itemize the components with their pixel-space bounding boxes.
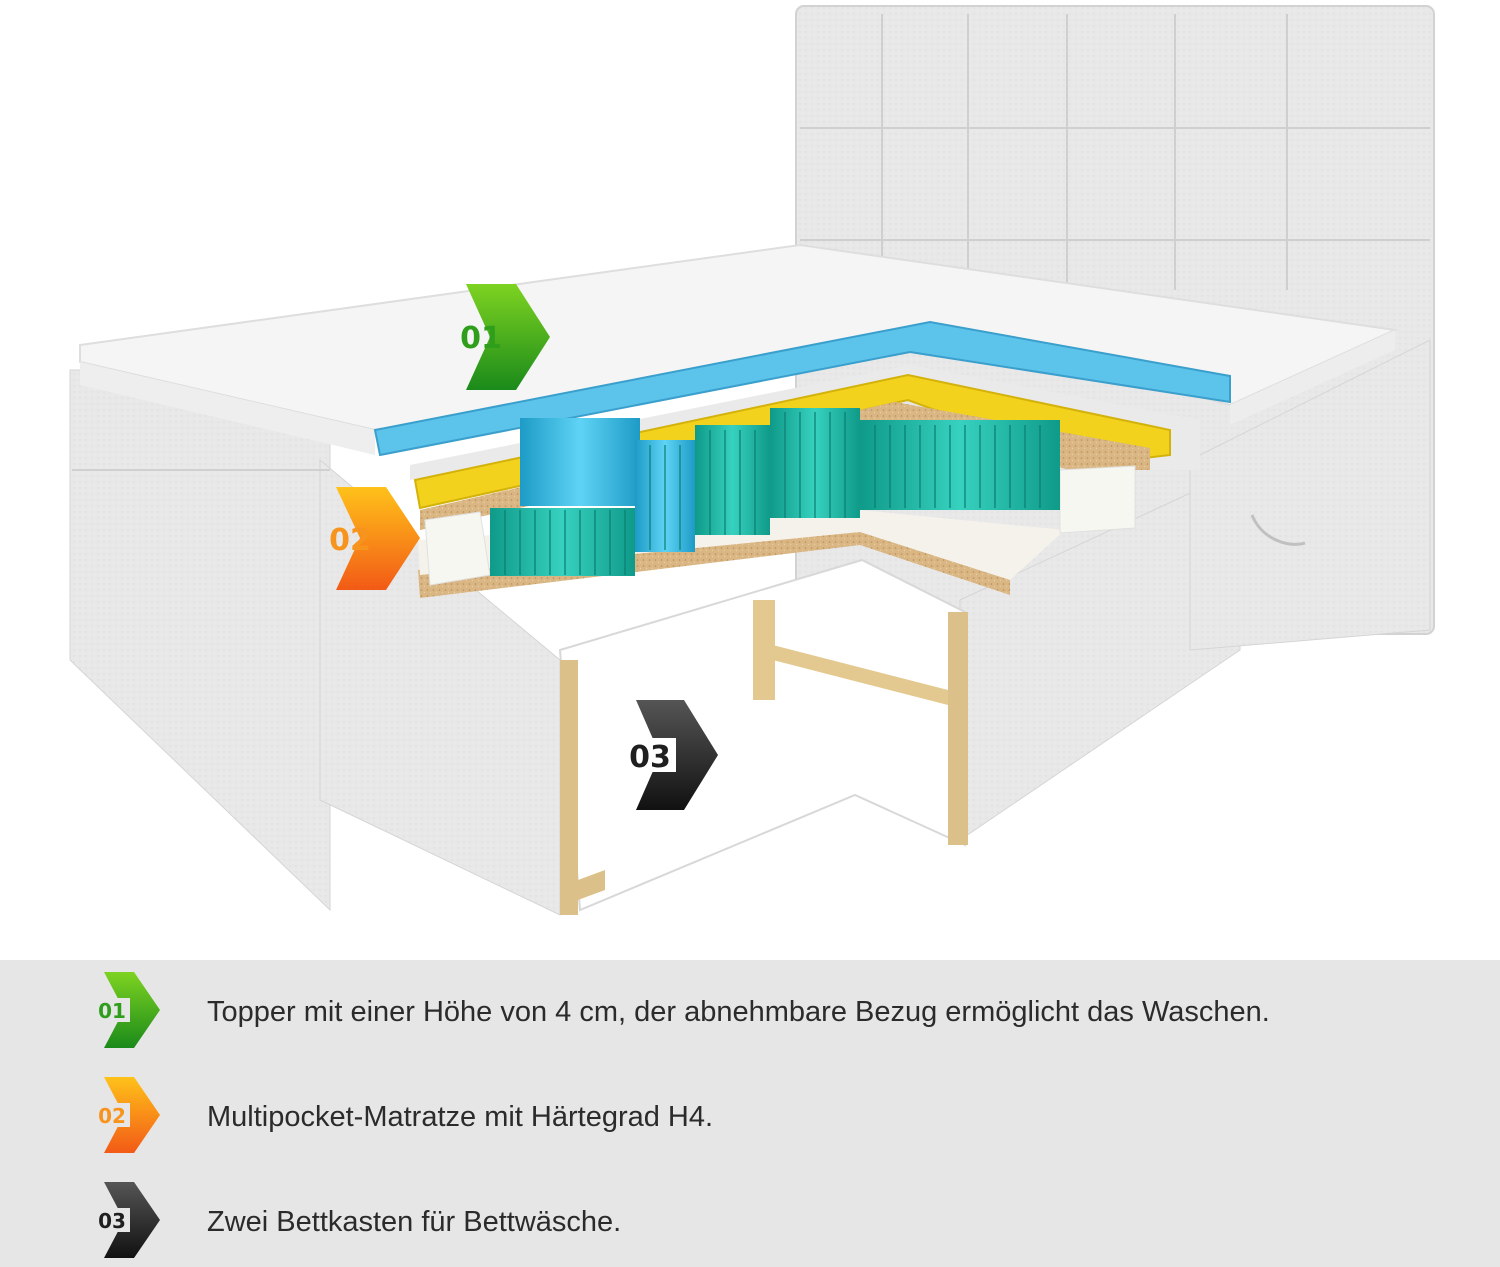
svg-text:03: 03 bbox=[98, 1209, 126, 1233]
badge-03-label: 03 bbox=[629, 740, 671, 775]
legend-item-01: 01 Topper mit einer Höhe von 4 cm, der a… bbox=[0, 972, 1500, 1052]
badge-01: 01 bbox=[460, 284, 550, 390]
badge-03: 03 bbox=[624, 700, 718, 810]
badge-02: 02 bbox=[329, 487, 420, 590]
badge-01-label: 01 bbox=[460, 321, 502, 356]
legend-text-03: Zwei Bettkasten für Bettwäsche. bbox=[207, 1206, 622, 1238]
pocket-springs bbox=[490, 408, 1060, 576]
legend-item-03: 03 Zwei Bettkasten für Bettwäsche. bbox=[0, 1182, 1500, 1262]
legend-badge-02-icon: 02 bbox=[96, 1077, 160, 1153]
legend-badge-01-icon: 01 bbox=[96, 972, 160, 1048]
legend-panel: 01 Topper mit einer Höhe von 4 cm, der a… bbox=[0, 960, 1500, 1267]
storage-box bbox=[558, 558, 968, 915]
svg-text:02: 02 bbox=[98, 1104, 126, 1128]
mattress-layers bbox=[373, 320, 1231, 598]
legend-text-02: Multipocket-Matratze mit Härtegrad H4. bbox=[207, 1101, 714, 1133]
topper bbox=[79, 243, 1399, 455]
legend-text-01: Topper mit einer Höhe von 4 cm, der abne… bbox=[207, 996, 1270, 1028]
legend-item-02: 02 Multipocket-Matratze mit Härtegrad H4… bbox=[0, 1077, 1500, 1157]
bed-cutaway-illustration: 01 02 03 bbox=[69, 5, 1435, 916]
svg-text:01: 01 bbox=[98, 999, 126, 1023]
legend-badge-03-icon: 03 bbox=[96, 1182, 160, 1258]
badge-02-label: 02 bbox=[329, 523, 371, 558]
